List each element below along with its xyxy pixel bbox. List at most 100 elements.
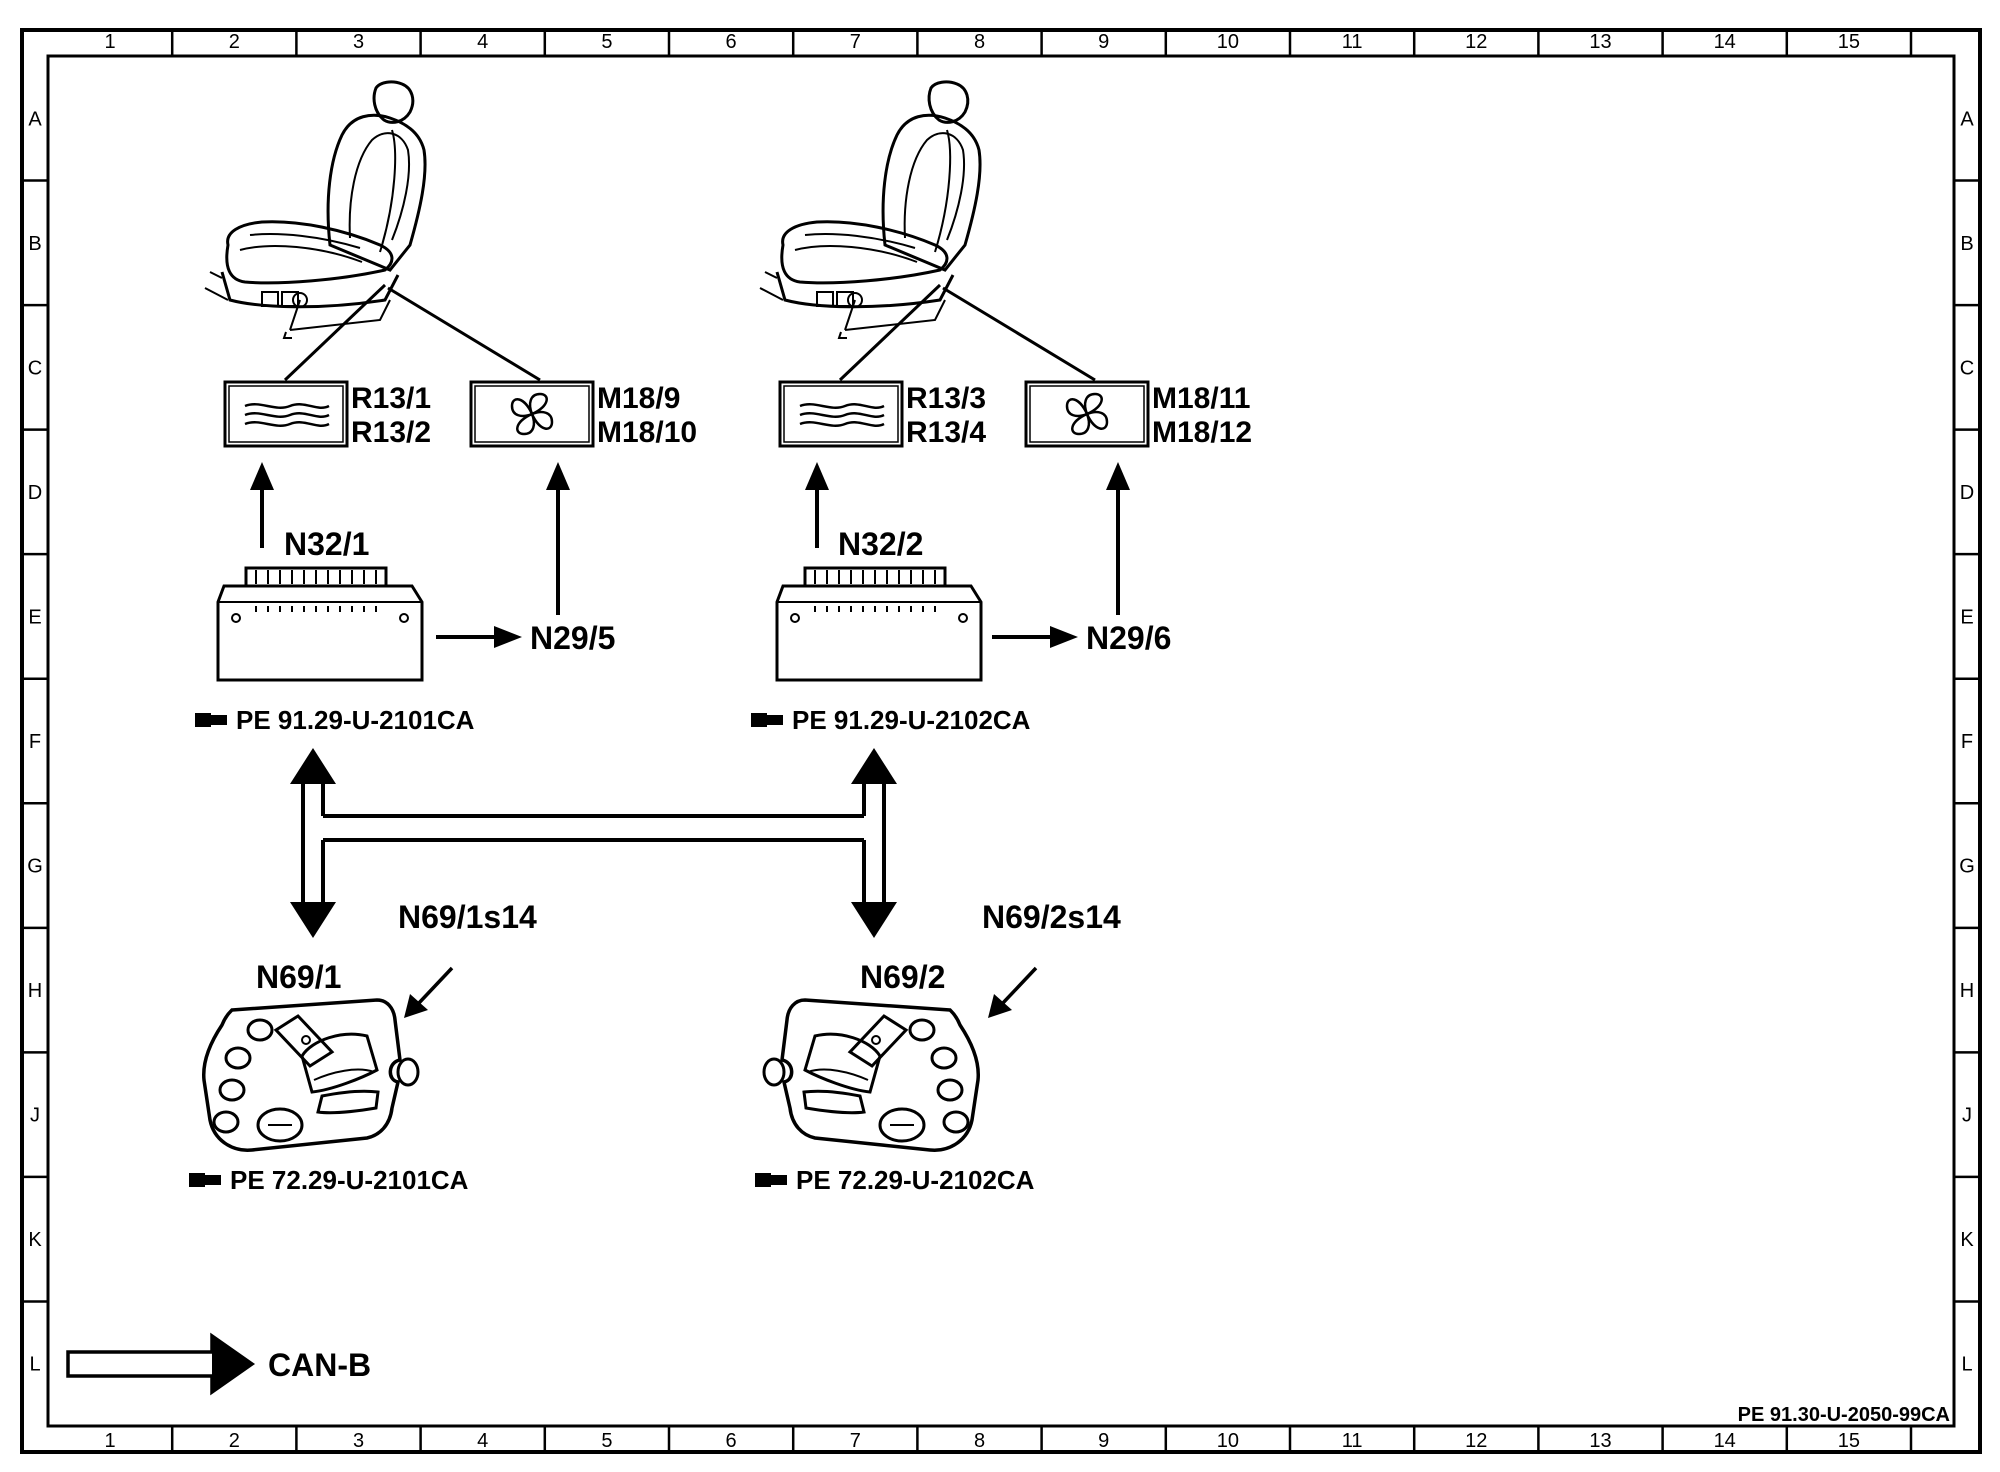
grid-row-label: F — [1961, 731, 1973, 753]
grid-column-label: 13 — [1589, 31, 1611, 53]
grid-row-label: F — [29, 731, 41, 753]
reference-icon — [189, 1173, 221, 1187]
grid-column-label: 7 — [850, 1430, 861, 1452]
grid-row-label: E — [1960, 606, 1973, 628]
fan-right-label-1: M18/11 — [1152, 382, 1250, 415]
seat-left — [203, 80, 427, 340]
fan-right-label-2: M18/12 — [1152, 416, 1252, 449]
arrow-switch-right-sub — [988, 966, 1038, 1018]
grid-row-label: B — [28, 233, 41, 255]
seat-right — [758, 80, 982, 340]
fan-left — [469, 380, 595, 448]
switch-right-ref: PE 72.29-U-2102CA — [755, 1165, 1035, 1195]
grid-column-label: 6 — [726, 1430, 737, 1452]
module-left — [216, 566, 424, 682]
grid-row-label: B — [1960, 233, 1973, 255]
seat-left-heater-leader — [283, 283, 387, 382]
grid-column-label: 6 — [726, 31, 737, 53]
grid-row-label: C — [1960, 357, 1974, 379]
grid-column-label: 9 — [1098, 31, 1109, 53]
switch-right-ref-text: PE 72.29-U-2102CA — [796, 1165, 1035, 1195]
switch-left-sub-label: N69/1s14 — [398, 899, 537, 935]
grid-column-label: 4 — [477, 31, 488, 53]
arrow-to-fan-left — [546, 462, 570, 615]
module-left-ref-text: PE 91.29-U-2101CA — [236, 705, 475, 735]
grid-row-label: K — [1960, 1229, 1974, 1251]
grid-column-labels: 1122334455667788991010111112121313141415… — [105, 31, 1860, 1452]
switch-left-label: N69/1 — [256, 959, 341, 995]
grid-row-label: D — [28, 482, 42, 504]
module-right-output-label: N29/6 — [1086, 620, 1171, 656]
grid-column-label: 14 — [1714, 1430, 1736, 1452]
switch-right-sub-label: N69/2s14 — [982, 899, 1121, 935]
grid-column-label: 1 — [105, 31, 116, 53]
fan-right — [1024, 380, 1150, 448]
grid-column-label: 1 — [105, 1430, 116, 1452]
grid-column-label: 12 — [1465, 1430, 1487, 1452]
grid-column-label: 5 — [601, 31, 612, 53]
drawing-reference: PE 91.30-U-2050-99CA — [1738, 1404, 1950, 1426]
grid-column-label: 8 — [974, 1430, 985, 1452]
grid-column-label: 12 — [1465, 31, 1487, 53]
fan-left-label-2: M18/10 — [597, 416, 697, 449]
grid-row-label: J — [1962, 1105, 1972, 1127]
grid-column-label: 8 — [974, 31, 985, 53]
grid-column-label: 2 — [229, 31, 240, 53]
arrow-to-fan-right — [1106, 462, 1130, 615]
heater-right-label-1: R13/3 — [906, 382, 986, 415]
can-b-legend-label: CAN-B — [268, 1347, 371, 1383]
grid-column-label: 10 — [1217, 31, 1239, 53]
arrow-module-left-to-heater — [250, 462, 274, 548]
grid-column-label: 3 — [353, 1430, 364, 1452]
grid-column-label: 11 — [1342, 31, 1363, 53]
grid-row-label: L — [1961, 1354, 1972, 1376]
seat-right-heater-leader — [838, 283, 942, 382]
grid-row-label: K — [28, 1229, 42, 1251]
can-b-legend-arrow — [66, 1332, 256, 1396]
grid-row-label: G — [27, 856, 43, 878]
heater-right-label-2: R13/4 — [906, 416, 986, 449]
seat-right-fan-leader — [942, 286, 1096, 382]
reference-icon — [755, 1173, 787, 1187]
heater-left — [223, 380, 349, 448]
grid-column-label: 3 — [353, 31, 364, 53]
heater-left-label-2: R13/2 — [351, 416, 431, 449]
module-right-label: N32/2 — [838, 526, 923, 562]
switch-left-ref-text: PE 72.29-U-2101CA — [230, 1165, 469, 1195]
grid-row-label: J — [30, 1105, 40, 1127]
grid-column-label: 7 — [850, 31, 861, 53]
grid-column-label: 2 — [229, 1430, 240, 1452]
heater-right — [778, 380, 904, 448]
grid-row-label: A — [1960, 108, 1974, 130]
grid-column-label: 15 — [1838, 1430, 1860, 1452]
module-left-label: N32/1 — [284, 526, 369, 562]
heater-left-label-1: R13/1 — [351, 382, 431, 415]
switch-right — [762, 998, 981, 1152]
arrow-module-right-output — [992, 626, 1078, 648]
can-bus-connection — [290, 748, 897, 938]
grid-column-label: 9 — [1098, 1430, 1109, 1452]
grid-row-label: E — [28, 606, 41, 628]
module-right — [775, 566, 983, 682]
module-left-output-label: N29/5 — [530, 620, 615, 656]
grid-row-label: D — [1960, 482, 1974, 504]
grid-column-label: 10 — [1217, 1430, 1239, 1452]
module-right-ref: PE 91.29-U-2102CA — [751, 705, 1031, 735]
grid-row-label: H — [1960, 980, 1974, 1002]
reference-icon — [751, 713, 783, 727]
grid-row-label: A — [28, 108, 42, 130]
grid-column-label: 4 — [477, 1430, 488, 1452]
grid-row-label: G — [1959, 856, 1975, 878]
grid-column-label: 11 — [1342, 1430, 1363, 1452]
grid-row-label: C — [28, 357, 42, 379]
switch-left — [201, 998, 420, 1152]
arrow-switch-left-sub — [404, 966, 454, 1018]
fan-left-label-1: M18/9 — [597, 382, 680, 415]
grid-column-label: 5 — [601, 1430, 612, 1452]
seat-left-fan-leader — [387, 286, 541, 382]
grid-row-label: H — [28, 980, 42, 1002]
grid-column-label: 15 — [1838, 31, 1860, 53]
switch-right-label: N69/2 — [860, 959, 945, 995]
